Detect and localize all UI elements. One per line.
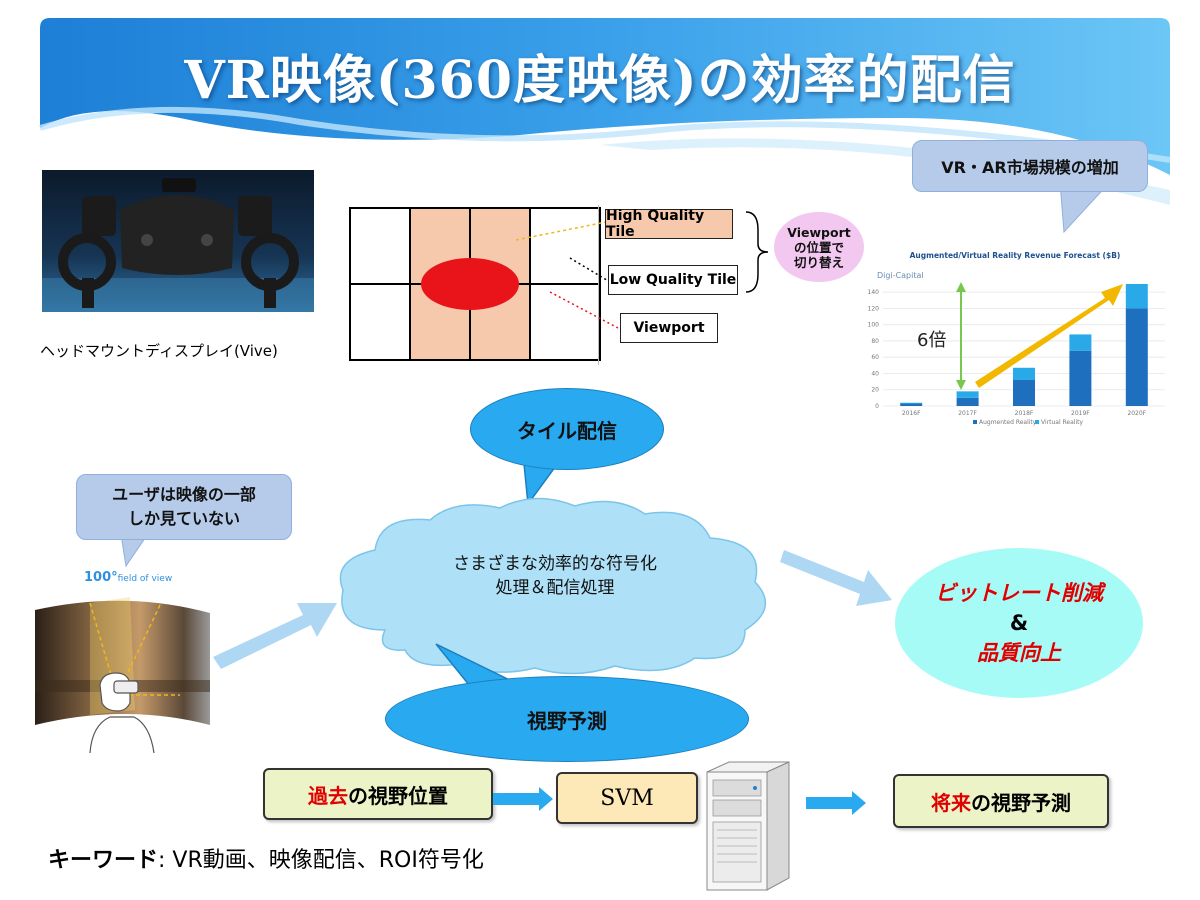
chart-y-tick: 140 xyxy=(868,289,880,296)
panorama-fov-illustration xyxy=(35,597,210,754)
user-callout-line-2: しか見ていない xyxy=(127,509,240,528)
tile-leader-lines xyxy=(515,221,619,329)
viewport-label: Viewport xyxy=(620,313,718,343)
fov-label: 100°field of view xyxy=(84,566,172,585)
chart-x-tick: 2017F xyxy=(958,410,977,417)
chart-bar-vr xyxy=(1125,284,1148,309)
cloud-line-1: さまざまな効率的な符号化 xyxy=(453,554,657,574)
fov-unit: field of view xyxy=(117,574,173,584)
chart-y-tick: 80 xyxy=(871,338,879,345)
viewport-ellipse xyxy=(421,258,519,310)
market-growth-callout: VR・AR市場規模の増加 xyxy=(912,140,1148,192)
chart-x-tick: 2019F xyxy=(1071,410,1090,417)
multiplier-label: 6倍 xyxy=(917,330,946,351)
user-callout-line-1: ユーザは映像の一部 xyxy=(112,485,256,504)
bitrate-reduction-text: ビットレート削減 xyxy=(935,581,1103,605)
chart-x-tick: 2020F xyxy=(1127,410,1146,417)
future-rest-text: の視野予測 xyxy=(971,790,1071,815)
past-rest-text: の視野位置 xyxy=(348,783,448,808)
arrow-past-to-svm xyxy=(493,787,553,811)
chart-x-tick: 2018F xyxy=(1015,410,1034,417)
chart-bar-vr xyxy=(1013,367,1035,380)
right-brace xyxy=(745,211,769,293)
growth-span-arrow-bottom xyxy=(956,380,966,390)
result-ellipse: ビットレート削減 & 品質向上 xyxy=(895,548,1143,698)
svm-text: SVM xyxy=(600,785,654,811)
arrow-user-to-cloud xyxy=(213,603,337,669)
chart-y-tick: 0 xyxy=(875,403,879,410)
bubble-line-2: の位置で xyxy=(793,239,844,255)
growth-trend-arrow xyxy=(975,284,1123,388)
chart-y-tick: 20 xyxy=(871,387,879,394)
tile-delivery-text: タイル配信 xyxy=(517,418,617,443)
high-quality-tile-label: High Quality Tile xyxy=(605,208,733,240)
view-prediction-text: 視野予測 xyxy=(527,708,607,733)
chart-legend-label: Augmented Reality xyxy=(979,419,1037,426)
server-icon xyxy=(706,761,790,891)
past-view-position-box: 過去の視野位置 xyxy=(263,768,493,820)
chart-legend-swatch xyxy=(973,420,977,424)
low-quality-tile-label: Low Quality Tile xyxy=(608,265,738,295)
future-view-prediction-box: 将来の視野予測 xyxy=(893,774,1109,828)
chart-brand: Digi-Capital xyxy=(877,271,924,280)
chart-bar-vr xyxy=(900,402,923,404)
arrow-svm-to-future xyxy=(806,791,866,815)
tile-grid-diagram xyxy=(349,207,601,361)
chart-bar-vr xyxy=(1069,334,1092,351)
chart-legend-swatch xyxy=(1035,420,1039,424)
past-red-text: 過去 xyxy=(308,783,348,808)
vr-headset-image xyxy=(42,170,314,312)
revenue-forecast-chart: Augmented/Virtual Reality Revenue Foreca… xyxy=(868,251,1165,426)
processing-cloud xyxy=(339,497,767,675)
page-title: VR映像(360度映像)の効率的配信 xyxy=(184,50,1016,111)
cloud-line-2: 処理＆配信処理 xyxy=(495,578,615,598)
quality-improvement-text: 品質向上 xyxy=(977,641,1061,665)
hmd-caption: ヘッドマウントディスプレイ(Vive) xyxy=(40,342,278,360)
chart-y-tick: 100 xyxy=(868,322,880,329)
ampersand-text: & xyxy=(1009,611,1029,635)
chart-bar-ar xyxy=(900,403,923,406)
svm-box: SVM xyxy=(556,772,698,824)
bubble-line-1: Viewport xyxy=(787,224,851,240)
tile-delivery-bubble: タイル配信 xyxy=(470,388,664,470)
view-prediction-bubble: 視野予測 xyxy=(385,676,749,762)
bubble-line-3: 切り替え xyxy=(793,254,844,270)
chart-y-tick: 40 xyxy=(871,370,879,377)
fov-number: 100° xyxy=(84,570,118,585)
chart-legend-label: Virtual Reality xyxy=(1041,419,1083,426)
processing-cloud-text: さまざまな効率的な符号化 処理＆配信処理 xyxy=(385,552,725,600)
arrow-cloud-to-result xyxy=(780,550,892,606)
chart-bar-ar xyxy=(1013,379,1035,406)
chart-bar-ar xyxy=(956,397,979,406)
chart-bar-vr xyxy=(956,391,979,398)
future-red-text: 将来 xyxy=(931,790,971,815)
chart-y-tick: 120 xyxy=(868,305,880,312)
growth-span-arrow-top xyxy=(956,282,966,292)
header-banner xyxy=(39,18,1171,205)
chart-x-tick: 2016F xyxy=(902,410,921,417)
user-view-callout: ユーザは映像の一部 しか見ていない xyxy=(76,474,292,540)
keywords-line: キーワード: VR動画、映像配信、ROI符号化 xyxy=(48,842,484,874)
chart-title: Augmented/Virtual Reality Revenue Foreca… xyxy=(910,251,1121,260)
viewport-switch-bubble: Viewport の位置で 切り替え xyxy=(774,212,864,282)
chart-y-tick: 60 xyxy=(871,354,879,361)
keywords-list: : VR動画、映像配信、ROI符号化 xyxy=(158,848,484,873)
tile-divider xyxy=(598,205,599,365)
chart-bar-ar xyxy=(1069,350,1092,406)
chart-bar-ar xyxy=(1125,308,1148,406)
keywords-label: キーワード xyxy=(48,848,159,873)
